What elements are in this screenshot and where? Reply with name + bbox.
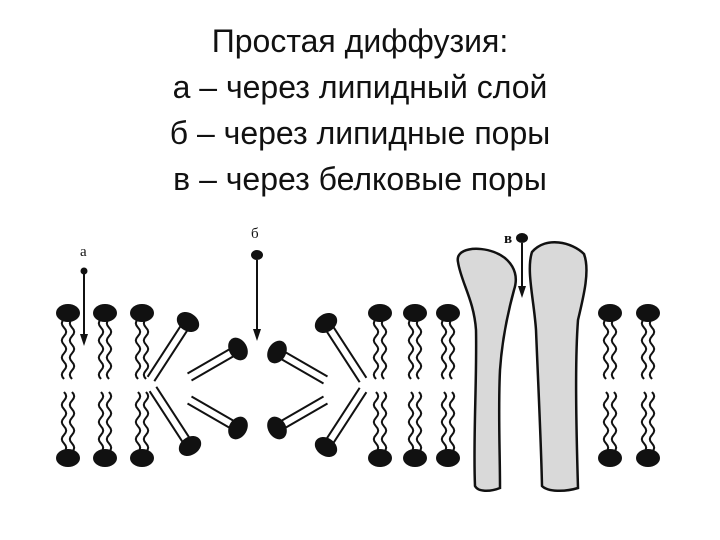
lipid-molecule (130, 304, 154, 380)
lipid-molecule (598, 304, 622, 380)
lipid-molecule (636, 391, 660, 467)
lipid-bilayer (56, 304, 660, 467)
protein-right-subunit (528, 241, 588, 492)
lipid-molecule (368, 304, 392, 380)
title-block: Простая диффузия: а – через липидный сло… (0, 18, 720, 202)
lipid-molecule (187, 337, 248, 382)
lipid-molecule (636, 304, 660, 380)
lipid-molecule (368, 391, 392, 467)
lipid-molecule (187, 395, 248, 440)
lipid-molecule (403, 304, 427, 380)
lipid-molecule (146, 312, 200, 382)
lipid-molecule (56, 304, 80, 380)
lipid-molecule (93, 304, 117, 380)
lipid-molecule (267, 340, 328, 385)
legend-v: в – через белковые поры (173, 161, 547, 197)
arrow-v (516, 233, 528, 298)
protein-left-subunit (456, 247, 517, 492)
lipid-molecule (598, 391, 622, 467)
legend-b: б – через липидные поры (169, 115, 551, 151)
lipid-molecule (130, 391, 154, 467)
lipid-molecule (436, 304, 460, 380)
legend-a: а – через липидный слой (172, 69, 548, 105)
lipid-molecule (314, 313, 368, 383)
label-b: б (251, 226, 259, 242)
lipid-molecule (436, 391, 460, 467)
label-v: в (504, 231, 512, 247)
arrow-a (80, 267, 88, 346)
lipid-molecule (314, 387, 368, 457)
title-heading: Простая диффузия: (211, 23, 509, 59)
lipid-molecule (403, 391, 427, 467)
label-a: а (80, 244, 87, 260)
lipid-molecule (267, 395, 328, 440)
lipid-molecule (56, 391, 80, 467)
lipid-molecule (148, 386, 202, 456)
arrow-b (251, 250, 263, 341)
lipid-molecule (93, 391, 117, 467)
